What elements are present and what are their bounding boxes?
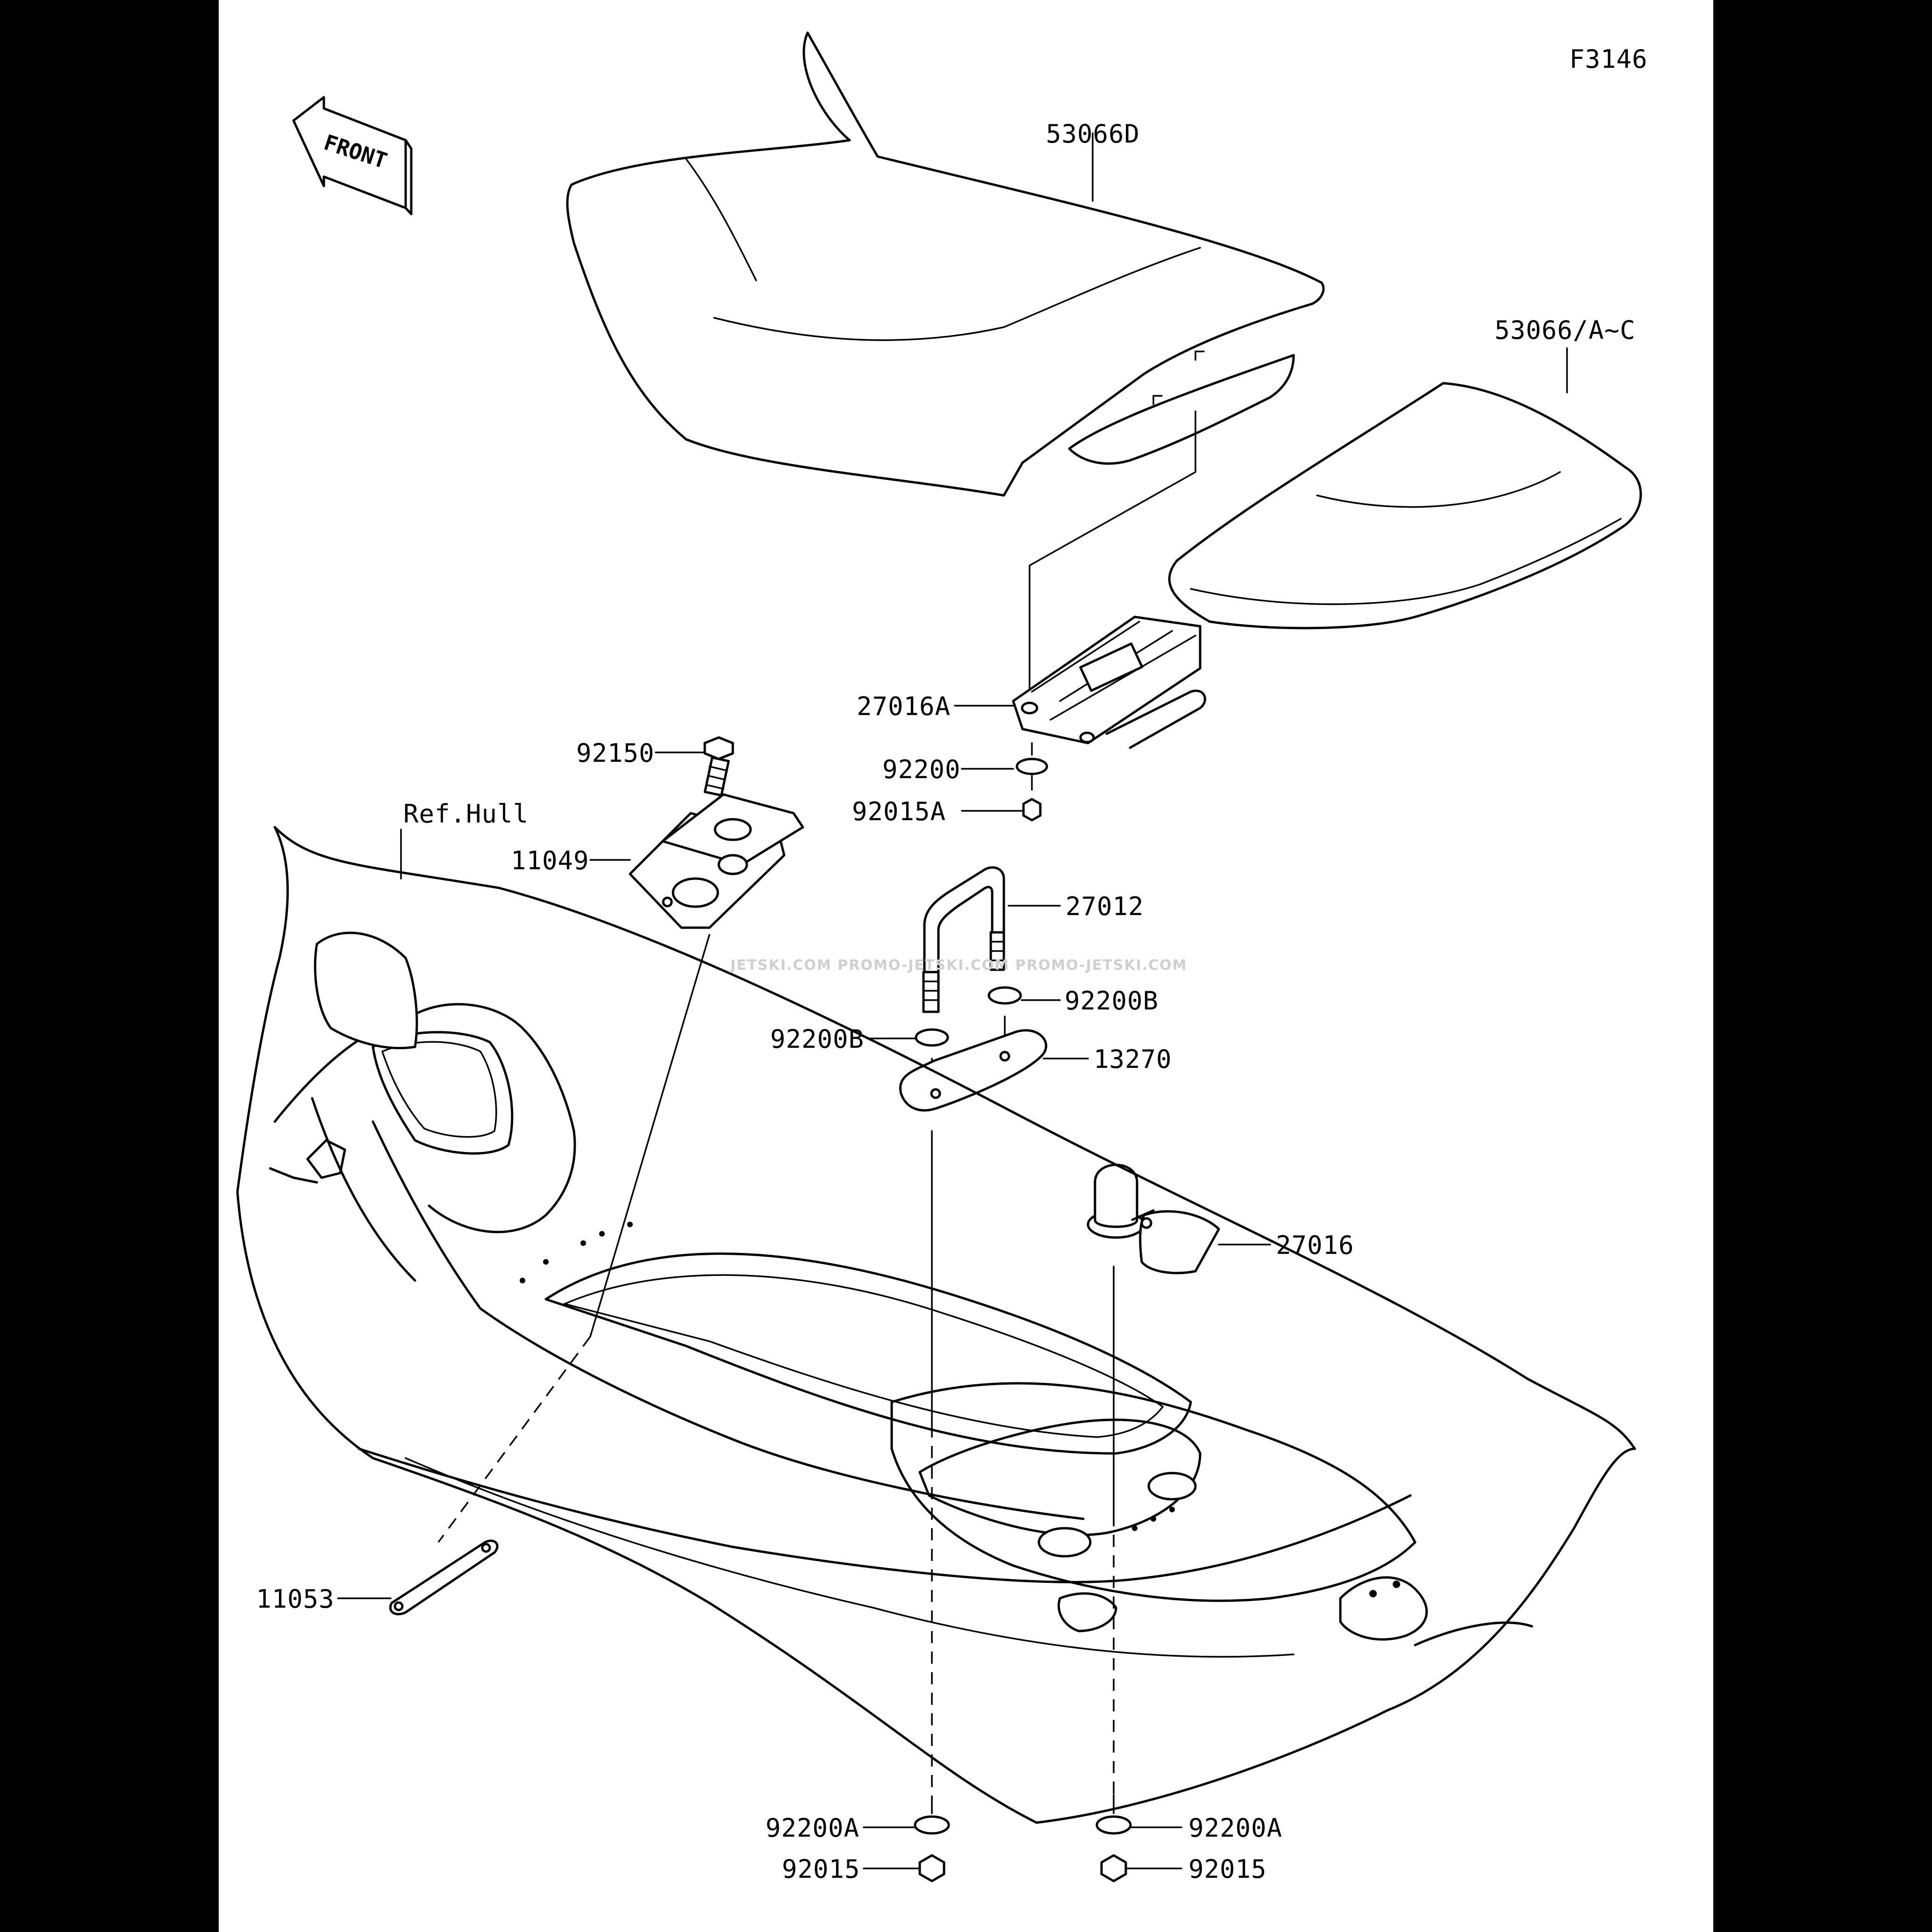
nut-92015-right [1100, 1854, 1127, 1882]
callout-92200A-left: 92200A [766, 1813, 859, 1843]
front-arrow-icon: FRONT [292, 96, 413, 215]
washer-92200B-left [915, 1028, 949, 1047]
parts-diagram: F3146 FRONT [236, 31, 1648, 1884]
strap-11053 [389, 1539, 499, 1616]
washer-92200B-right [987, 986, 1022, 1005]
rear-seat [1168, 382, 1642, 630]
watermark: JETSKI.COM PROMO-JETSKI.COM PROMO-JETSKI… [730, 957, 1188, 973]
callout-27012: 27012 [1066, 892, 1144, 921]
latch-27016 [1087, 1164, 1220, 1274]
bracket-axis-dash [437, 1336, 591, 1543]
callout-92200A-right: 92200A [1188, 1813, 1282, 1843]
callout-53066D: 53066D [1046, 119, 1140, 149]
diagram-sheet: F3146 FRONT [219, 0, 1713, 1932]
callout-13270: 13270 [1094, 1045, 1172, 1074]
callout-11053: 11053 [256, 1584, 335, 1614]
callout-92015A: 92015A [852, 797, 946, 826]
callout-92150: 92150 [576, 738, 655, 768]
callout-27016A: 27016A [857, 692, 951, 721]
callout-92015-left: 92015 [782, 1854, 860, 1884]
figure-code: F3146 [1569, 44, 1648, 74]
seat-latch [1012, 615, 1206, 749]
callout-92200: 92200 [882, 755, 961, 784]
washer-92200A-left [914, 1815, 950, 1835]
callout-92200B-right: 92200B [1065, 986, 1159, 1016]
callout-11049: 11049 [511, 846, 589, 875]
u-bolt-27012 [922, 866, 1005, 1013]
callout-27016: 27016 [1276, 1231, 1354, 1260]
callout-92200B-left: 92200B [770, 1024, 864, 1054]
hull [236, 826, 1636, 1824]
ref-hull-label: Ref.Hull [403, 799, 529, 829]
seat-hook-leader [1029, 410, 1196, 707]
nut-92015-left [918, 1854, 945, 1882]
bolt-92150 [703, 736, 734, 797]
callout-92015-right: 92015 [1188, 1854, 1267, 1884]
washer-92200 [1016, 758, 1048, 775]
bracket-axis-line [589, 934, 710, 1338]
plate-13270 [899, 1029, 1047, 1112]
bracket-11049 [629, 793, 804, 929]
nut-92015A [1022, 798, 1042, 822]
callout-leaders [337, 132, 1568, 1869]
washer-92200A-right [1095, 1815, 1132, 1835]
callout-53066-a-c: 53066/A~C [1495, 315, 1636, 345]
main-seat [566, 31, 1325, 497]
